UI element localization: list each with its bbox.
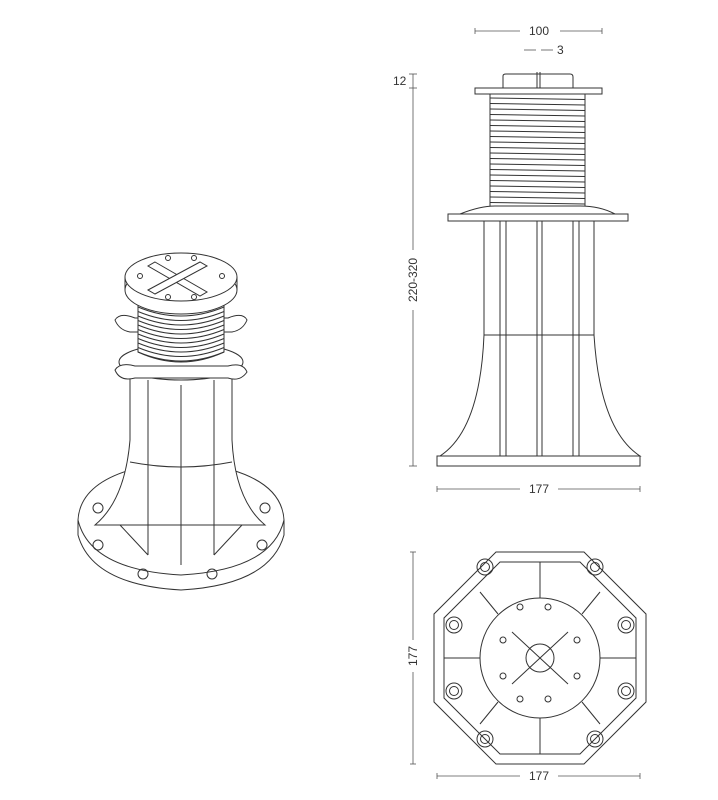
dimension-lines [409, 28, 641, 779]
isometric-view [77, 252, 285, 591]
dim-slot-width: 3 [557, 43, 564, 57]
dim-base-width-top: 177 [529, 769, 549, 783]
dim-head-height: 12 [393, 74, 407, 88]
side-elevation-view [436, 72, 642, 467]
dim-base-width-side: 177 [529, 482, 549, 496]
dim-height-range: 220-320 [406, 258, 420, 302]
dim-base-depth-top: 177 [406, 646, 420, 666]
dimension-labels: 100 3 12 220-320 177 177 177 [393, 24, 564, 783]
top-plan-view [433, 551, 647, 765]
dim-head-width: 100 [529, 24, 549, 38]
